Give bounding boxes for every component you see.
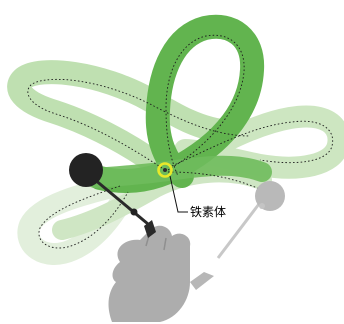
dark-sphere-icon xyxy=(69,153,156,238)
trajectory-dotted-lines xyxy=(27,34,334,249)
callout-leader-line xyxy=(169,175,188,213)
hand-holding-wand-icon xyxy=(108,225,214,322)
callout-label: 铁素体 xyxy=(190,205,226,219)
ribbon-dark-band xyxy=(85,155,272,188)
ghost-sphere-icon xyxy=(216,181,285,259)
ferrite-highlight-marker xyxy=(157,162,173,178)
